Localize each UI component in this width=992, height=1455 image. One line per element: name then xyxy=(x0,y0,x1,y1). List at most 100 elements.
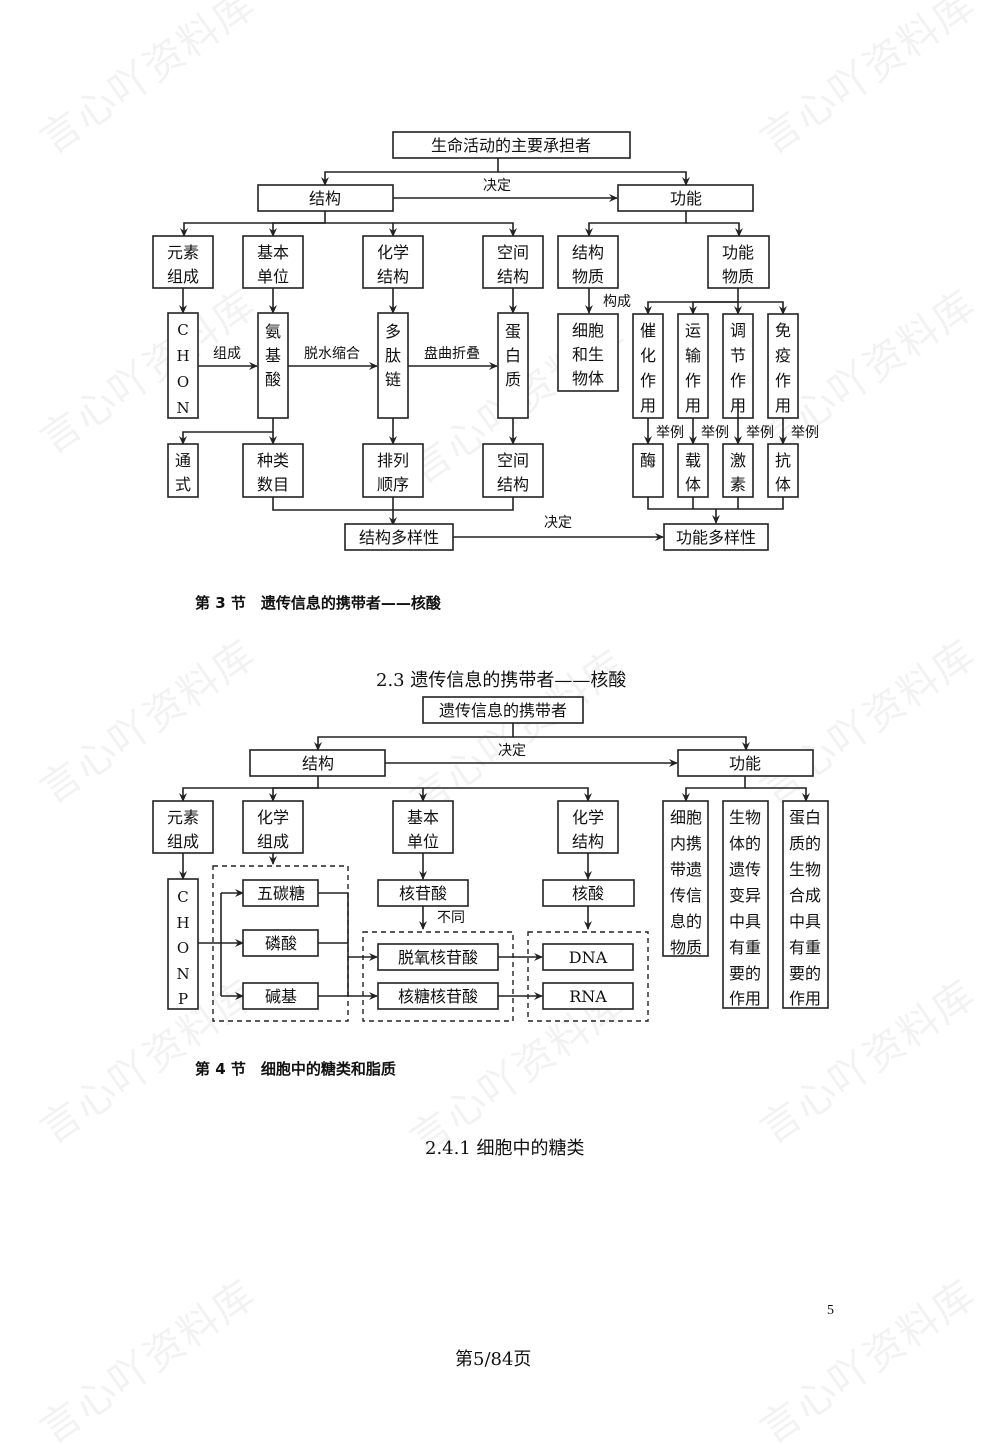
svg-text:元素: 元素 xyxy=(167,243,199,262)
node-base: 碱基 xyxy=(242,982,319,1010)
svg-text:H: H xyxy=(176,347,189,365)
svg-text:O: O xyxy=(177,373,189,391)
node-example-carrier: 载 体 xyxy=(677,443,709,498)
node-function: 功能 xyxy=(617,184,754,212)
svg-text:和生: 和生 xyxy=(572,345,604,364)
svg-text:排列: 排列 xyxy=(377,451,409,470)
svg-text:脱氧核苷酸: 脱氧核苷酸 xyxy=(398,948,478,967)
node-chemical-composition: 化学 组成 xyxy=(242,800,304,854)
node-general-formula: 通 式 xyxy=(167,443,199,498)
svg-text:遗传: 遗传 xyxy=(729,860,761,879)
svg-text:组成: 组成 xyxy=(257,832,289,851)
svg-text:结构: 结构 xyxy=(572,832,604,851)
svg-text:带遗: 带遗 xyxy=(670,860,702,879)
section-4-subtitle: 2.4.1 细胞中的糖类 xyxy=(425,1138,585,1159)
svg-text:激: 激 xyxy=(730,451,746,470)
svg-text:五碳糖: 五碳糖 xyxy=(257,884,305,903)
svg-text:载: 载 xyxy=(685,451,701,470)
svg-text:免: 免 xyxy=(775,321,791,340)
svg-text:节: 节 xyxy=(730,346,746,365)
svg-text:C: C xyxy=(177,321,188,339)
svg-text:调: 调 xyxy=(730,321,746,340)
svg-text:碱基: 碱基 xyxy=(265,987,297,1006)
node-sequence: 排列 顺序 xyxy=(362,443,424,498)
node-function-2: 功能 xyxy=(677,749,814,777)
svg-text:N: N xyxy=(176,965,189,983)
svg-text:化学: 化学 xyxy=(377,243,409,262)
svg-text:运: 运 xyxy=(685,321,701,340)
node-example-hormone: 激 素 xyxy=(722,443,754,498)
edge-label-dehydration: 脱水缩合 xyxy=(304,346,360,362)
node-chonp: C H O N P xyxy=(167,878,199,1010)
edge-label-decides-2: 决定 xyxy=(544,515,572,531)
svg-text:顺序: 顺序 xyxy=(377,475,409,494)
page-indicator: 第5/84页 xyxy=(455,1349,532,1370)
node-element-composition: 元素 组成 xyxy=(152,235,214,289)
edge-label-constitute: 构成 xyxy=(603,294,631,310)
svg-text:传信: 传信 xyxy=(670,886,702,905)
svg-text:酶: 酶 xyxy=(640,451,656,470)
svg-text:输: 输 xyxy=(685,346,701,365)
svg-text:有重: 有重 xyxy=(789,938,821,957)
svg-text:体: 体 xyxy=(685,475,701,494)
node-kinds-number: 种类 数目 xyxy=(242,443,304,498)
node-role-immunity: 免 疫 作 用 xyxy=(767,313,799,419)
section-3-heading: 第 3 节 遗传信息的携带者——核酸 xyxy=(195,594,441,612)
node-functional-substance: 功能 物质 xyxy=(707,235,770,289)
node-spatial-structure-2: 空间 结构 xyxy=(482,443,544,498)
svg-text:要的: 要的 xyxy=(729,964,761,983)
svg-text:N: N xyxy=(176,399,189,417)
svg-text:C: C xyxy=(177,888,188,906)
svg-text:氨: 氨 xyxy=(265,322,281,341)
node-nucleic-acid: 核酸 xyxy=(542,879,635,907)
svg-text:催: 催 xyxy=(640,321,656,340)
svg-text:空间: 空间 xyxy=(497,451,529,470)
svg-text:作: 作 xyxy=(775,371,791,390)
node-basic-unit-2: 基本 单位 xyxy=(392,800,454,854)
svg-text:体: 体 xyxy=(775,475,791,494)
edge-label-folding: 盘曲折叠 xyxy=(424,345,480,362)
svg-text:作用: 作用 xyxy=(789,989,821,1008)
node-role-catalysis: 催 化 作 用 xyxy=(632,313,664,419)
svg-text:中具: 中具 xyxy=(789,912,821,931)
node-chemical-structure-2: 化学 结构 xyxy=(557,800,619,854)
svg-text:酸: 酸 xyxy=(265,370,281,389)
svg-text:用: 用 xyxy=(775,396,791,415)
node-function-carrier: 细胞 内携 带遗 传信 息的 物质 xyxy=(662,800,709,957)
svg-text:生物: 生物 xyxy=(729,808,761,827)
node-phosphate: 磷酸 xyxy=(242,929,319,957)
svg-text:蛋: 蛋 xyxy=(505,322,521,341)
svg-text:结构: 结构 xyxy=(497,267,529,286)
node-structural-substance: 结构 物质 xyxy=(557,235,619,289)
section-3-subtitle: 2.3 遗传信息的携带者——核酸 xyxy=(376,670,627,691)
edge-label-differ: 不同 xyxy=(437,910,465,926)
svg-text:作用: 作用 xyxy=(729,989,761,1008)
svg-text:内携: 内携 xyxy=(670,834,702,853)
node-deoxyribonucleotide: 脱氧核苷酸 xyxy=(377,943,499,971)
svg-text:P: P xyxy=(178,990,188,1008)
svg-text:功能多样性: 功能多样性 xyxy=(676,528,756,547)
node-structural-diversity: 结构多样性 xyxy=(344,523,454,551)
node-cells-organisms: 细胞 和生 物体 xyxy=(557,313,619,392)
edge-label-example: 举例 xyxy=(746,425,774,441)
svg-text:结构: 结构 xyxy=(377,267,409,286)
svg-text:结构多样性: 结构多样性 xyxy=(359,528,439,547)
svg-text:质的: 质的 xyxy=(789,834,821,853)
node-structure-2: 结构 xyxy=(249,749,386,777)
svg-text:结构: 结构 xyxy=(497,475,529,494)
svg-text:息的: 息的 xyxy=(670,912,702,931)
svg-text:空间: 空间 xyxy=(497,243,529,262)
svg-text:核苷酸: 核苷酸 xyxy=(399,884,447,903)
svg-text:作: 作 xyxy=(730,371,746,390)
node-example-antibody: 抗 体 xyxy=(767,443,799,498)
svg-text:数目: 数目 xyxy=(257,475,289,494)
svg-text:DNA: DNA xyxy=(569,948,608,967)
node-role-regulation: 调 节 作 用 xyxy=(722,313,754,419)
svg-text:元素: 元素 xyxy=(167,808,199,827)
svg-text:白: 白 xyxy=(505,346,521,365)
svg-text:生物: 生物 xyxy=(789,860,821,879)
svg-text:物质: 物质 xyxy=(670,938,702,957)
node-function-heredity: 生物 体的 遗传 变异 中具 有重 要的 作用 xyxy=(722,800,769,1009)
svg-text:单位: 单位 xyxy=(257,267,289,286)
edge-label-decides-3: 决定 xyxy=(498,743,526,759)
